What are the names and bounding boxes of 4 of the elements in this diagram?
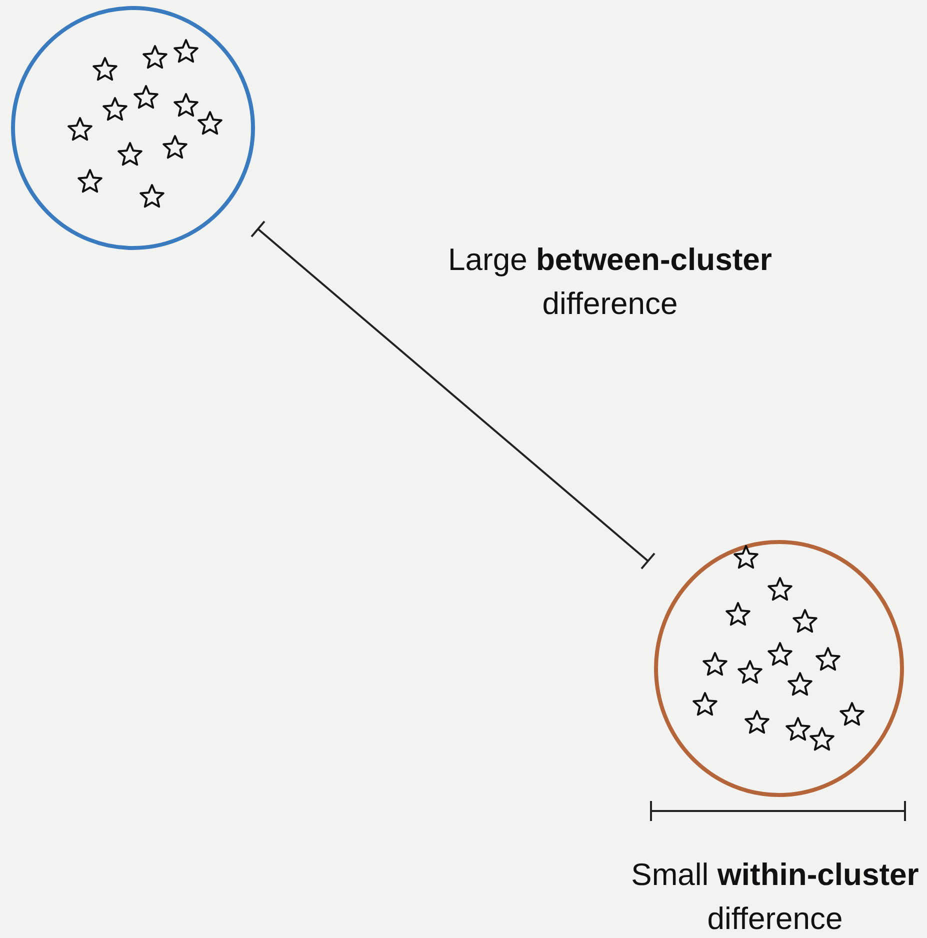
annotation-text: Small within-cluster difference: [630, 856, 920, 938]
annotation-text: Large between-cluster difference: [447, 241, 773, 323]
cluster-circle: [654, 540, 904, 797]
cluster-circle: [11, 6, 255, 250]
